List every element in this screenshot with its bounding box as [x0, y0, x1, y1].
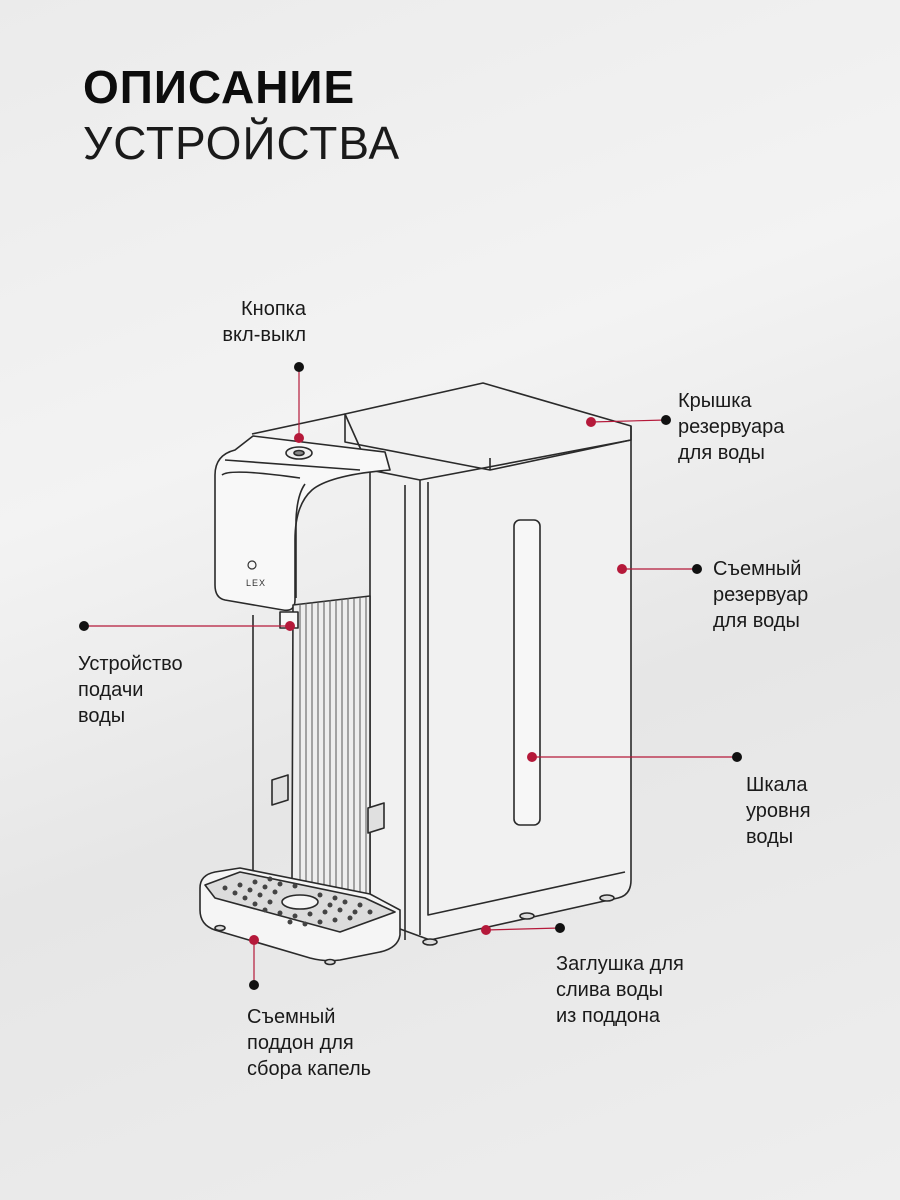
- logo-mark: [247, 560, 257, 570]
- anchor-reservoir: [617, 564, 627, 574]
- label-drain-plug: Заглушка для слива воды из поддона: [556, 953, 684, 1027]
- anchor-power: [294, 433, 304, 443]
- page-subtitle: УСТРОЙСТВА: [83, 117, 401, 169]
- endpoint-scale: [732, 752, 742, 762]
- label-drip-tray: Съемный поддон для сбора капель: [247, 1006, 372, 1080]
- label-power-button: Кнопка вкл-выкл: [222, 298, 306, 346]
- anchor-tray: [249, 935, 259, 945]
- lex-logo: LEX: [246, 578, 266, 588]
- label-reservoir-lid: Крышка резервуара для воды: [678, 390, 785, 464]
- label-level-scale: Шкала уровня воды: [746, 774, 811, 848]
- page-title: ОПИСАНИЕ: [83, 61, 356, 113]
- anchor-dispenser: [285, 621, 295, 631]
- callout-line-drain: [485, 927, 561, 931]
- reservoir-body: [344, 382, 632, 941]
- anchor-drain: [481, 925, 491, 935]
- endpoint-power: [294, 362, 304, 372]
- column: [252, 595, 385, 896]
- endpoint-reservoir: [692, 564, 702, 574]
- endpoint-drain: [555, 923, 565, 933]
- anchor-lid: [586, 417, 596, 427]
- callout-anchors: [249, 417, 627, 945]
- endpoint-dispenser: [79, 621, 89, 631]
- label-removable-reservoir: Съемный резервуар для воды: [713, 558, 809, 632]
- endpoint-tray: [249, 980, 259, 990]
- callout-line-lid: [590, 419, 667, 423]
- endpoint-lid: [661, 415, 671, 425]
- label-water-dispenser: Устройство подачи воды: [78, 653, 183, 727]
- level-window: [513, 519, 541, 826]
- callout-endpoints: [79, 362, 742, 990]
- anchor-scale: [527, 752, 537, 762]
- callout-lines: [84, 367, 737, 985]
